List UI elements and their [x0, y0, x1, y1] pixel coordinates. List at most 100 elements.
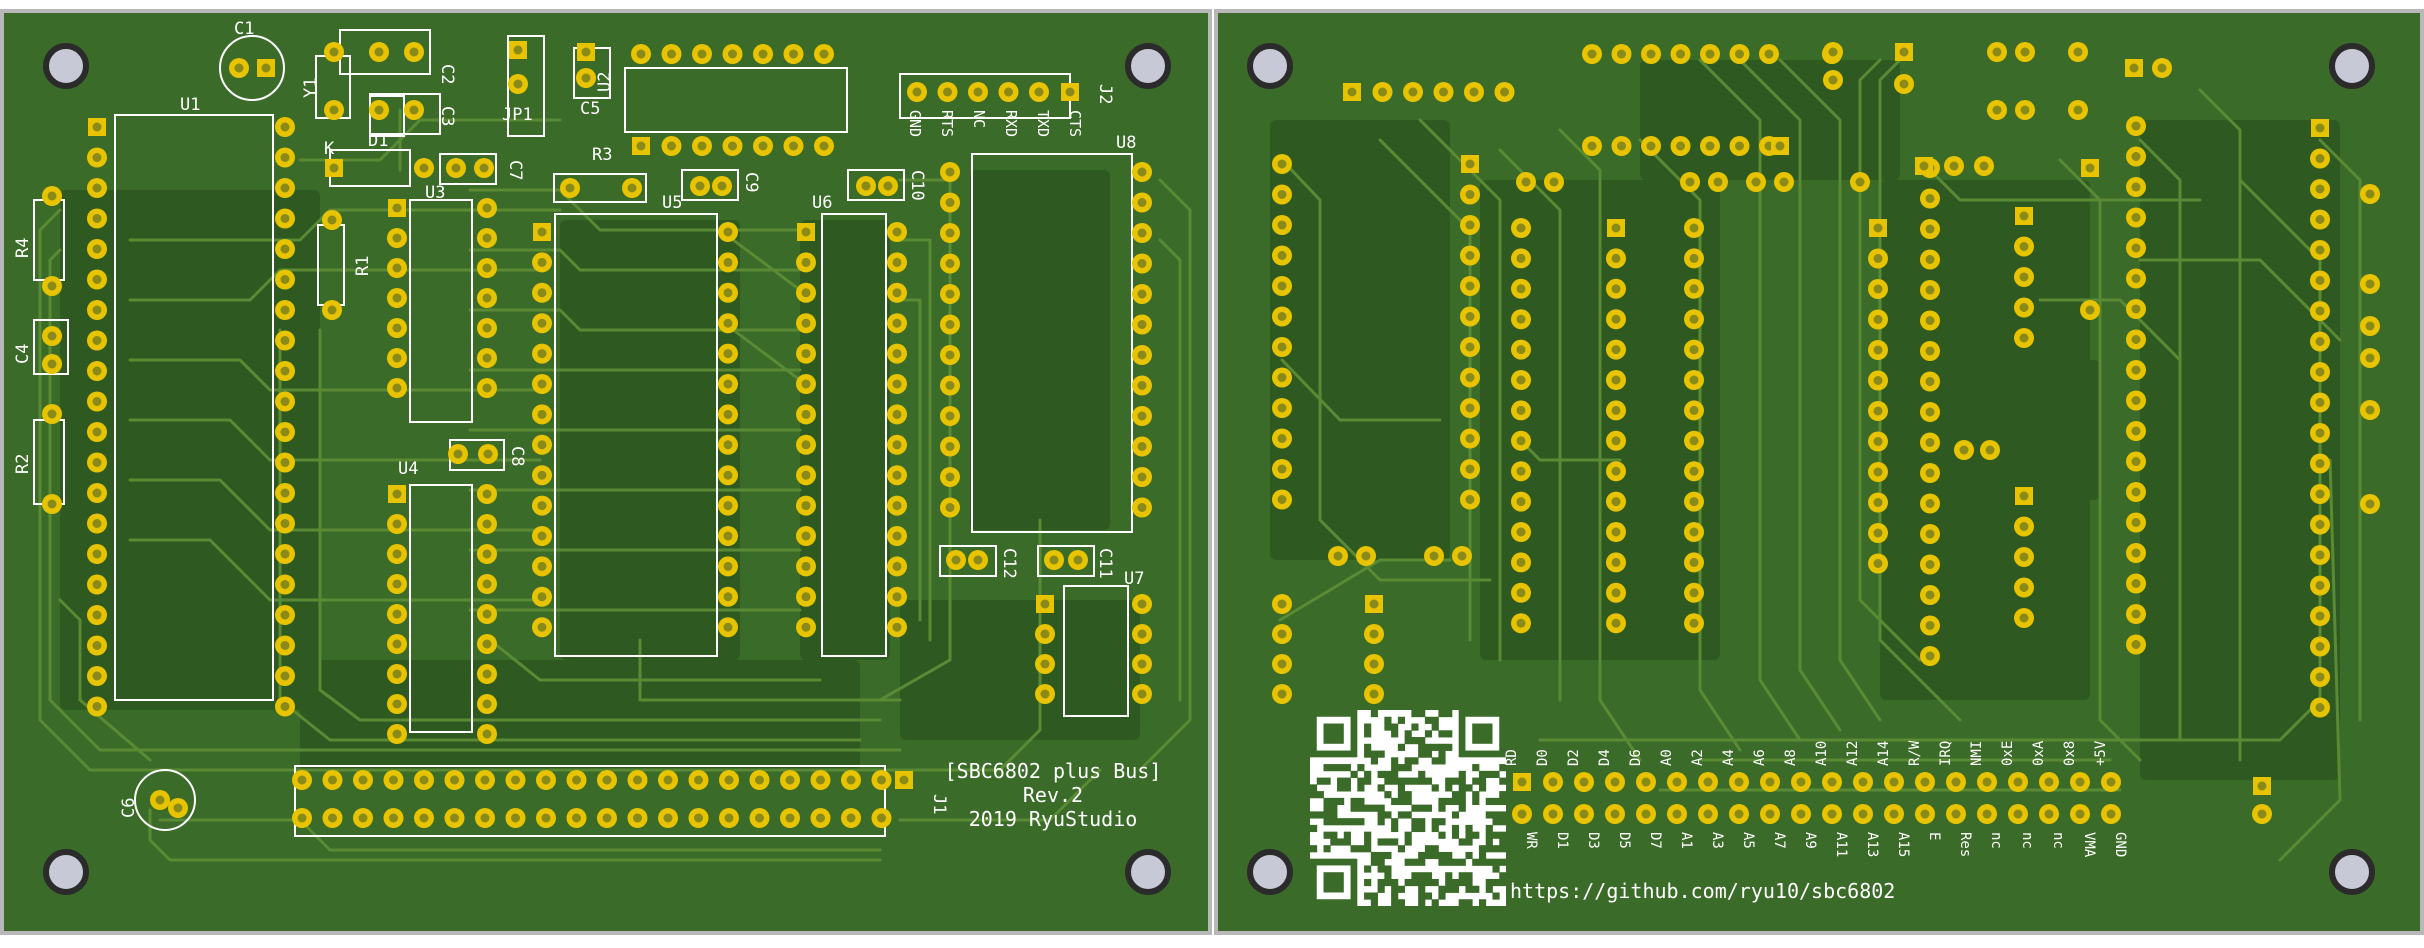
- pad: [1641, 44, 1661, 64]
- label-c3: C3: [437, 106, 457, 126]
- label-c4: C4: [13, 344, 33, 364]
- pad: [796, 404, 816, 425]
- pad: [532, 617, 552, 638]
- pad: [749, 770, 770, 790]
- pad: [322, 770, 343, 790]
- pad: [796, 586, 816, 607]
- pad: [1684, 218, 1704, 238]
- pad: [2080, 300, 2100, 320]
- pad: [1372, 82, 1393, 102]
- pad: [1460, 459, 1480, 479]
- pad: [1132, 375, 1152, 396]
- pad: [1684, 278, 1704, 299]
- pad: [1132, 223, 1152, 243]
- pad: [475, 808, 495, 828]
- pad: [1853, 804, 1873, 824]
- pad: [1460, 367, 1480, 388]
- label-d1: D1: [368, 131, 388, 151]
- label-c9: C9: [741, 172, 761, 192]
- pad: [404, 42, 424, 62]
- pad: [1606, 278, 1626, 299]
- label-u1: U1: [180, 95, 200, 115]
- bus-pin-label: A10: [1814, 741, 1830, 766]
- pad: [810, 770, 831, 790]
- pad: [1684, 339, 1704, 360]
- pad: [387, 574, 407, 594]
- pad: [718, 282, 738, 303]
- pad: [1868, 279, 1888, 299]
- pad: [2360, 274, 2380, 294]
- pad: [275, 300, 295, 320]
- pad: [275, 361, 295, 381]
- pad: [2152, 58, 2172, 78]
- bus-pin-label: nc: [2019, 832, 2035, 849]
- pad: [887, 313, 907, 334]
- pad: [1667, 772, 1687, 792]
- pad: [940, 497, 960, 518]
- bus-pin-label: RD: [1504, 749, 1520, 766]
- pad: [783, 136, 804, 156]
- pad: [1884, 772, 1904, 792]
- pad: [2310, 331, 2330, 352]
- pad: [2360, 348, 2380, 368]
- pad: [87, 574, 107, 595]
- pad: [387, 604, 407, 624]
- pad: [1544, 172, 1564, 192]
- pad: [2253, 777, 2271, 795]
- pad: [1543, 772, 1563, 792]
- pad: [2101, 804, 2121, 824]
- pad: [532, 282, 552, 303]
- pad: [722, 44, 743, 64]
- pad: [42, 326, 62, 346]
- pad: [369, 100, 389, 120]
- pad: [1915, 804, 1935, 824]
- board-credit: 2019 RyuStudio: [969, 807, 1138, 831]
- pad: [1132, 594, 1152, 614]
- pad: [275, 666, 295, 686]
- pad: [1920, 432, 1940, 453]
- pad: [1920, 188, 1940, 209]
- bus-pin-label: A4: [1721, 749, 1737, 766]
- pad: [878, 176, 898, 196]
- pad: [1365, 595, 1383, 613]
- pad: [627, 770, 648, 790]
- pad: [1920, 310, 1940, 331]
- bus-pin-label: Res: [1957, 832, 1973, 857]
- pad: [477, 228, 497, 248]
- board-revision: Rev.2: [1023, 783, 1083, 807]
- pad: [1980, 440, 2000, 460]
- back-mount-holes: [1247, 43, 2375, 895]
- pad: [444, 808, 465, 828]
- label-c8: C8: [507, 446, 527, 466]
- pad: [796, 526, 816, 546]
- pad: [387, 694, 407, 714]
- bus-pin-label: WR: [1523, 832, 1539, 849]
- pad: [532, 313, 552, 334]
- pad: [968, 82, 988, 102]
- pad: [1915, 772, 1935, 792]
- pad: [658, 808, 678, 828]
- pad: [532, 374, 552, 394]
- pad: [753, 44, 773, 64]
- pad: [387, 634, 407, 654]
- pad: [718, 526, 738, 546]
- pad: [871, 808, 892, 828]
- pad: [1822, 804, 1842, 824]
- pad: [814, 44, 834, 64]
- pad: [2310, 148, 2330, 169]
- pad: [719, 808, 739, 828]
- pad: [2081, 159, 2099, 177]
- label-k: K: [324, 139, 335, 159]
- pad: [275, 483, 295, 503]
- pad: [1760, 804, 1780, 824]
- pad: [2125, 59, 2143, 77]
- pad: [937, 82, 958, 102]
- pad: [1272, 428, 1292, 449]
- j2-pin-label: CTS: [1066, 110, 1084, 137]
- pad: [2310, 209, 2330, 230]
- pad: [2310, 270, 2330, 291]
- pad: [887, 404, 907, 425]
- pad: [1068, 550, 1088, 570]
- bus-pin-label: A2: [1690, 749, 1706, 766]
- pad: [1511, 339, 1531, 360]
